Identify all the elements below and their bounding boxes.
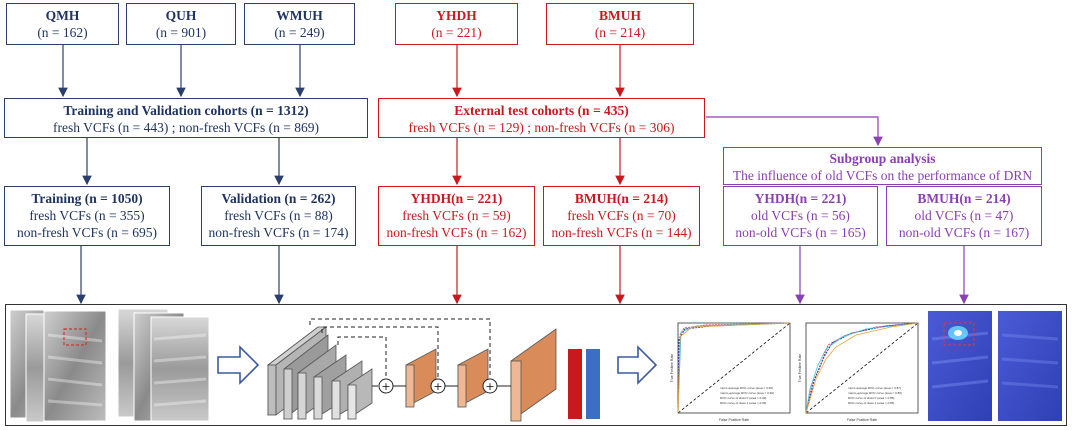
subgroup-sub: The influence of old VCFs on the perform…	[732, 168, 1033, 183]
validation-box: Validation (n = 262) fresh VCFs (n = 88)…	[201, 186, 356, 246]
fc-layer-blue	[586, 349, 600, 419]
bmuh-sub-box: BMUH(n = 214) old VCFs (n = 47) non-old …	[886, 186, 1042, 246]
training-title: Training (n = 1050)	[31, 191, 143, 206]
bmuh-test-title: BMUH(n = 214)	[574, 191, 669, 206]
roc2-ylabel: True Positive Rate	[798, 354, 802, 383]
bmuh-test-box: BMUH(n = 214) fresh VCFs (n = 70) non-fr…	[543, 186, 700, 246]
roc-plot-1: True Positive Rate False Positive Rate m…	[670, 322, 791, 422]
quh-count: (n = 901)	[155, 25, 207, 40]
roc2-legend-1: macro-average ROC curve (area = 0.86)	[848, 391, 902, 395]
roc2-xlabel: False Positive Rate	[847, 418, 877, 422]
roc1-legend-0: micro-average ROC curve (area = 0.99)	[720, 386, 773, 390]
bmuh-box: BMUH (n = 214)	[546, 3, 694, 45]
validation-l1: fresh VCFs (n = 88)	[224, 208, 333, 223]
flow-arrow-1	[217, 345, 260, 385]
bmuh-test-l1: fresh VCFs (n = 70)	[567, 208, 676, 223]
quh-box: QUH (n = 901)	[126, 3, 236, 45]
skip-connections	[309, 318, 491, 377]
training-l1: fresh VCFs (n = 355)	[29, 208, 145, 223]
heatmap-2	[998, 311, 1062, 421]
train-val-title: Training and Validation cohorts (n = 131…	[63, 103, 309, 118]
external-title: External test cohorts (n = 435)	[454, 103, 629, 118]
roc2-legend-2: ROC curve of class 0 (area = 0.86)	[848, 396, 894, 400]
wmuh-name: WMUH	[276, 8, 323, 23]
flow-arrow-2	[617, 345, 658, 385]
roc1-ylabel: True Positive Rate	[670, 354, 674, 383]
yhdh-sub-title: YHDH(n = 221)	[754, 191, 847, 206]
roc1-legend-3: ROC curve of class 1 (area = 0.99)	[720, 401, 766, 405]
yhdh-sub-l2: non-old VCFs (n = 165)	[735, 225, 866, 240]
bmuh-sub-l1: old VCFs (n = 47)	[914, 208, 1014, 223]
yhdh-name: YHDH	[436, 8, 477, 23]
roc1-legend-1: macro-average ROC curve (area = 0.99)	[720, 391, 774, 395]
subgroup-box: Subgroup analysis The influence of old V…	[723, 147, 1042, 185]
svg-text:+: +	[381, 380, 390, 393]
qmh-name: QMH	[45, 8, 80, 23]
yhdh-test-l2: non-fresh VCFs (n = 162)	[386, 225, 527, 240]
yhdh-count: (n = 221)	[431, 25, 482, 40]
yhdh-test-l1: fresh VCFs (n = 59)	[402, 208, 511, 223]
pipeline-panel: + + + True Positive Rate False Positive …	[5, 304, 1067, 426]
add-nodes: + + +	[372, 378, 511, 394]
roc2-legend-0: micro-average ROC curve (area = 0.87)	[848, 386, 901, 390]
wmuh-count: (n = 249)	[274, 25, 325, 40]
yhdh-box: YHDH (n = 221)	[395, 3, 518, 45]
pipeline-svg: + + + True Positive Rate False Positive …	[9, 308, 1062, 423]
bmuh-sub-l2: non-old VCFs (n = 167)	[898, 225, 1030, 240]
validation-title: Validation (n = 262)	[221, 191, 336, 206]
xray-stack-right	[117, 308, 210, 422]
yhdh-test-title: YHDH(n = 221)	[410, 191, 503, 206]
wmuh-box: WMUH (n = 249)	[244, 3, 355, 45]
roc-plot-2: True Positive Rate False Positive Rate m…	[798, 322, 919, 422]
fc-layer-red	[568, 349, 582, 419]
bmuh-count: (n = 214)	[594, 25, 646, 40]
subgroup-title: Subgroup analysis	[829, 151, 936, 166]
svg-text:+: +	[485, 380, 494, 393]
validation-l2: non-fresh VCFs (n = 174)	[208, 225, 349, 240]
roc1-legend-2: ROC curve of class 0 (area = 0.99)	[720, 396, 766, 400]
bmuh-sub-title: BMUH(n = 214)	[917, 191, 1011, 206]
qmh-box: QMH (n = 162)	[6, 3, 119, 45]
roc2-legend-3: ROC curve of class 1 (area = 0.86)	[848, 401, 894, 405]
external-cohort-box: External test cohorts (n = 435) fresh VC…	[378, 98, 705, 138]
yhdh-sub-box: YHDH(n = 221) old VCFs (n = 56) non-old …	[723, 186, 878, 246]
training-l2: non-fresh VCFs (n = 695)	[16, 225, 158, 240]
svg-text:+: +	[433, 380, 442, 393]
train-val-sub: fresh VCFs (n = 443) ; non-fresh VCFs (n…	[53, 120, 319, 135]
yhdh-test-box: YHDH(n = 221) fresh VCFs (n = 59) non-fr…	[378, 186, 535, 246]
quh-name: QUH	[165, 8, 197, 23]
xray-stack-left	[9, 309, 107, 423]
external-sub: fresh VCFs (n = 129) ; non-fresh VCFs (n…	[408, 120, 675, 135]
training-box: Training (n = 1050) fresh VCFs (n = 355)…	[4, 186, 170, 246]
heatmap-1	[928, 311, 992, 421]
bmuh-name: BMUH	[599, 8, 641, 23]
train-val-cohort-box: Training and Validation cohorts (n = 131…	[4, 98, 368, 138]
arrow-to-subgroup	[706, 116, 883, 147]
yhdh-sub-l1: old VCFs (n = 56)	[751, 208, 850, 223]
network-diagram	[266, 326, 557, 422]
qmh-count: (n = 162)	[37, 25, 88, 40]
bmuh-test-l2: non-fresh VCFs (n = 144)	[551, 225, 692, 240]
roc1-xlabel: False Positive Rate	[719, 418, 749, 422]
